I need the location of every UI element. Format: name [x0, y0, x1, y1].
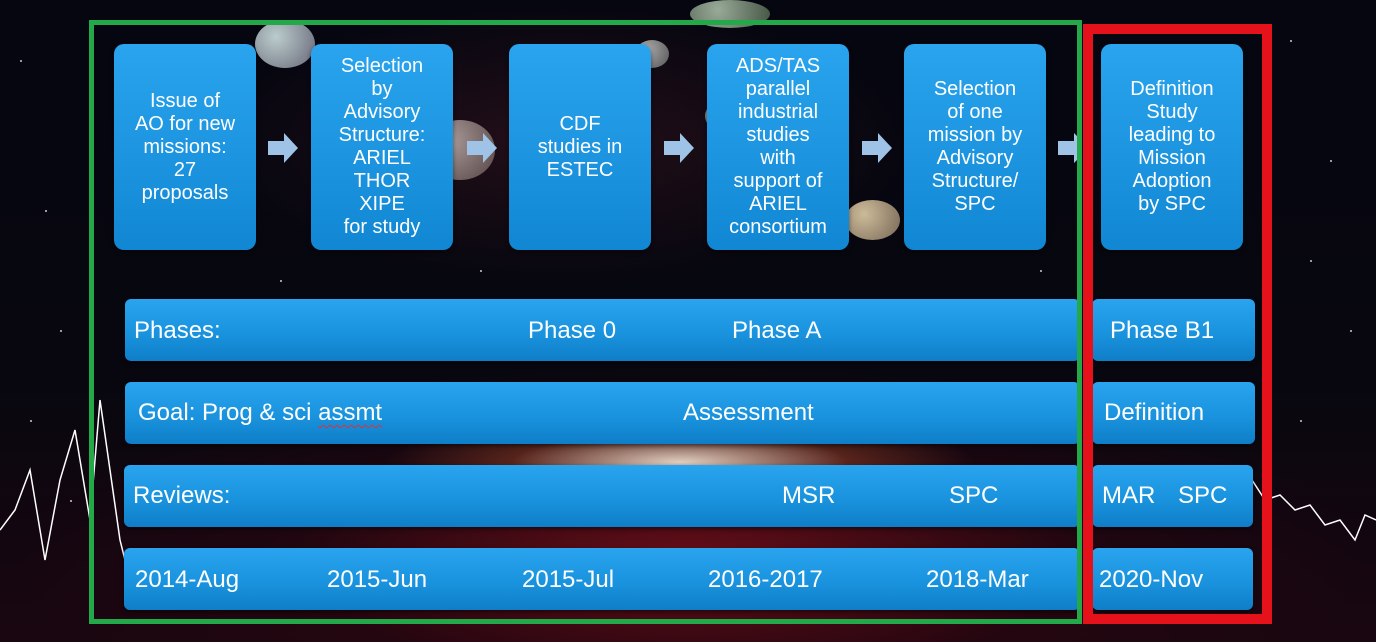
- step-text: CDF studies in ESTEC: [537, 112, 623, 181]
- definition-label: Definition: [1104, 399, 1205, 426]
- goal-bar: [125, 382, 1080, 444]
- goal-assmt: assmt: [318, 399, 383, 426]
- review-spc: SPC: [949, 482, 999, 509]
- step-text: Issue of AO for new missions: 27 proposa…: [134, 89, 236, 204]
- arrow-right-icon: [664, 133, 694, 163]
- step-text: Selection of one mission by Advisory Str…: [927, 78, 1023, 215]
- step-text: Definition Study leading to Mission Adop…: [1128, 78, 1216, 215]
- reviews-bar-right: [1092, 465, 1253, 527]
- step-box-industrial-studies: ADS/TAS parallel industrial studies with…: [707, 44, 849, 250]
- date-label: 2016-2017: [708, 566, 823, 593]
- step-text: Selection by Advisory Structure: ARIEL T…: [338, 55, 426, 238]
- reviews-label: Reviews:: [133, 482, 231, 509]
- assessment-label: Assessment: [683, 399, 814, 426]
- dates-bar-right: [1092, 548, 1253, 610]
- phases-bar: [125, 299, 1080, 361]
- goal-prog: Prog & sci: [202, 399, 312, 426]
- arrow-right-icon: [862, 133, 892, 163]
- date-label: 2015-Jul: [522, 566, 615, 593]
- goal-text: Goal: Prog & sci assmt: [138, 399, 382, 427]
- phases-label: Phases:: [134, 317, 221, 344]
- review-spc-2: SPC: [1178, 482, 1228, 509]
- goal-label: Goal:: [138, 399, 196, 426]
- dates-bar: [124, 548, 1080, 610]
- step-box-definition-study: Definition Study leading to Mission Adop…: [1101, 44, 1243, 250]
- reviews-bar: [124, 465, 1080, 527]
- phase-0-label: Phase 0: [528, 317, 617, 344]
- review-mar: MAR: [1102, 482, 1156, 509]
- step-box-cdf-studies: CDF studies in ESTEC: [509, 44, 651, 250]
- step-box-selection-mission: Selection of one mission by Advisory Str…: [904, 44, 1046, 250]
- goal-bar-right: [1092, 382, 1255, 444]
- date-label: 2014-Aug: [135, 566, 240, 593]
- phase-b1-label: Phase B1: [1110, 317, 1215, 344]
- phases-bar-right: [1092, 299, 1255, 361]
- step-box-selection-study: Selection by Advisory Structure: ARIEL T…: [311, 44, 453, 250]
- phase-a-label: Phase A: [732, 317, 822, 344]
- arrow-right-icon: [467, 133, 497, 163]
- date-label: 2020-Nov: [1099, 566, 1204, 593]
- step-text: ADS/TAS parallel industrial studies with…: [729, 55, 827, 238]
- step-box-issue-ao: Issue of AO for new missions: 27 proposa…: [114, 44, 256, 250]
- red-highlight-frame: [1083, 24, 1272, 624]
- green-highlight-frame: [89, 20, 1082, 624]
- review-msr: MSR: [782, 482, 836, 509]
- date-label: 2015-Jun: [327, 566, 428, 593]
- arrow-right-icon: [1058, 133, 1080, 163]
- date-label: 2018-Mar: [926, 566, 1029, 593]
- arrow-right-icon: [268, 133, 298, 163]
